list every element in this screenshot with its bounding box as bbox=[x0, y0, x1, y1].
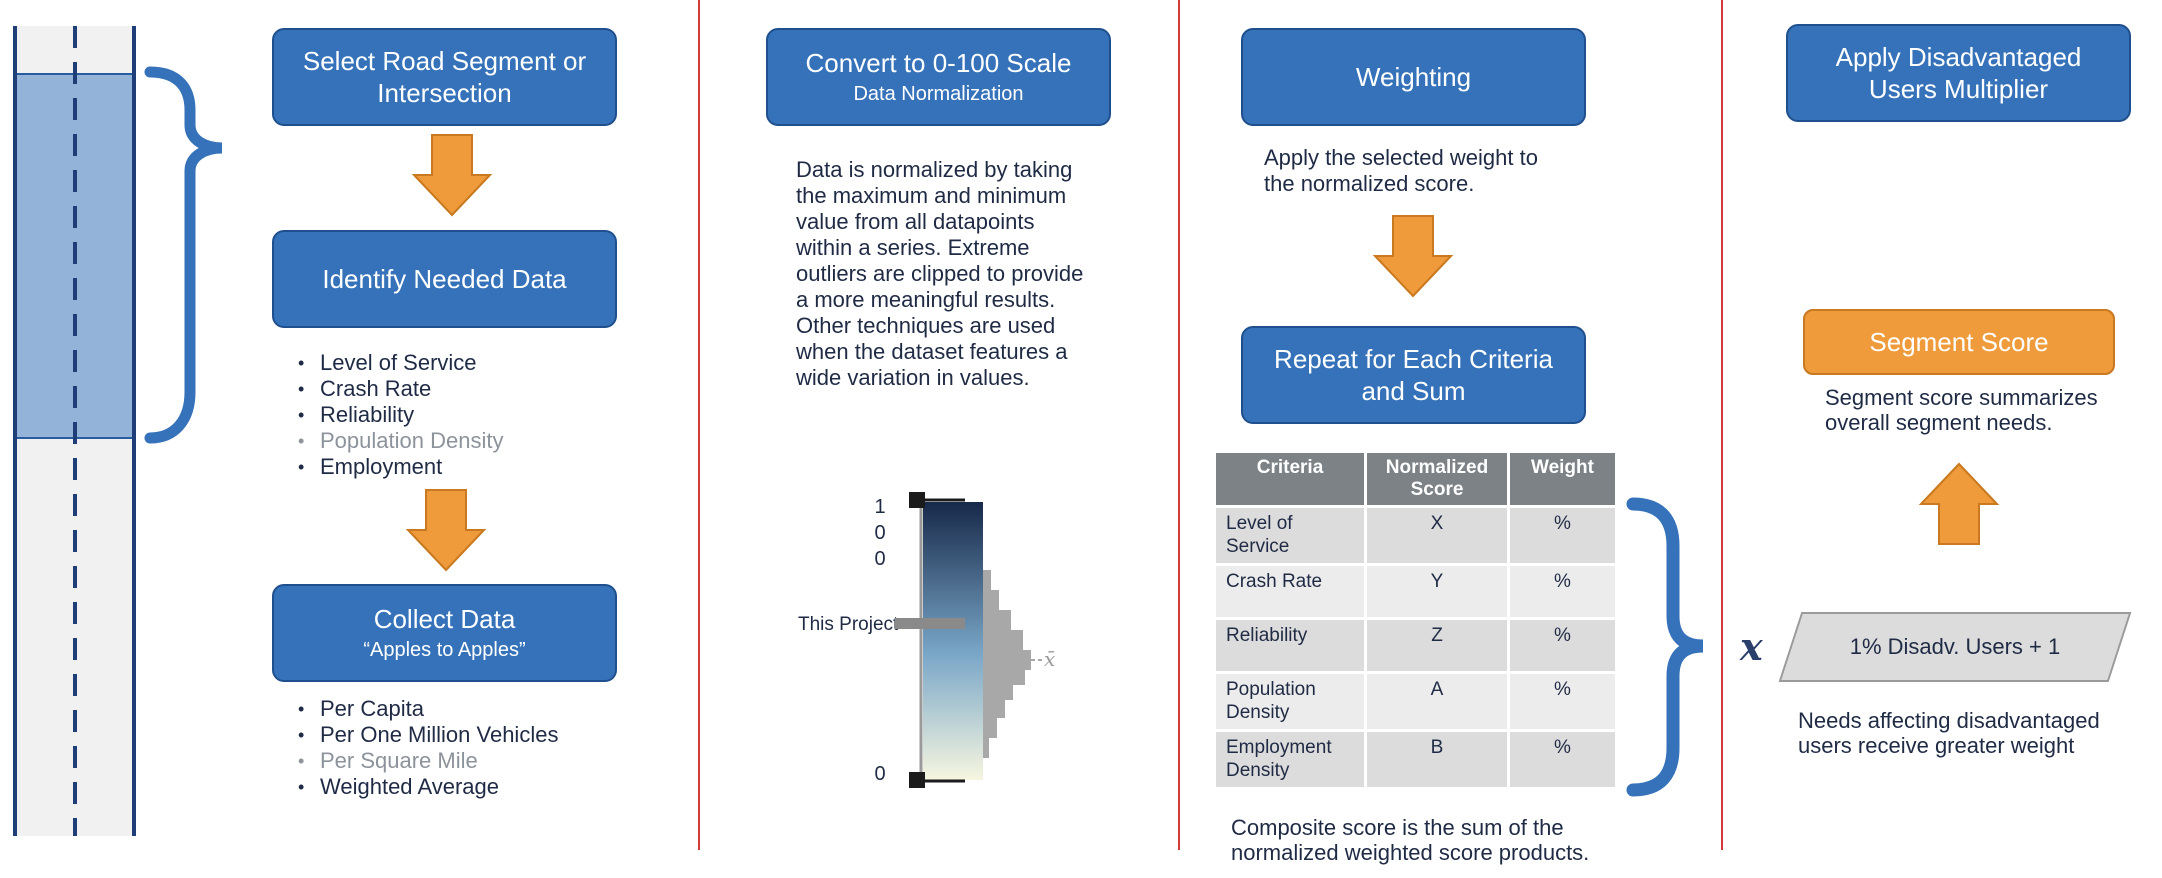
sum-brace-icon bbox=[1626, 497, 1704, 797]
list-item: Employment bbox=[298, 454, 503, 480]
table-row: Reliability Z % bbox=[1213, 617, 1618, 674]
table-row: Level of Service X % bbox=[1213, 505, 1618, 566]
segment-brace-icon bbox=[144, 66, 223, 444]
mean-symbol: x̄ bbox=[1044, 647, 1056, 671]
collect-data-title: Collect Data bbox=[373, 604, 516, 635]
column-divider bbox=[1721, 0, 1723, 850]
criteria-header: Criteria bbox=[1213, 450, 1367, 508]
normalize-description: Data is normalized by taking the maximum… bbox=[796, 157, 1084, 390]
select-segment-label: Select Road Segment or Intersection bbox=[302, 45, 587, 109]
list-item: Weighted Average bbox=[298, 774, 558, 800]
multiplier-label: 1% Disadv. Users + 1 bbox=[1849, 634, 2061, 659]
normalization-scale-graphic bbox=[895, 492, 1043, 788]
collect-data-subtitle: “Apples to Apples” bbox=[363, 638, 526, 661]
road-segment-illustration bbox=[13, 26, 223, 836]
scale-top-label: 1 0 0 bbox=[874, 496, 886, 570]
list-item: Level of Service bbox=[298, 350, 503, 376]
normalize-title: Convert to 0-100 Scale bbox=[805, 48, 1072, 79]
identify-data-label: Identify Needed Data bbox=[322, 263, 567, 294]
segment-score-description: Segment score summarizes overall segment… bbox=[1825, 385, 2098, 435]
weighting-title: Weighting bbox=[1355, 61, 1472, 92]
segment-score-box: Segment Score bbox=[1803, 309, 2115, 375]
down-arrow-icon bbox=[411, 134, 493, 217]
this-project-marker bbox=[895, 618, 965, 629]
composite-score-note: Composite score is the sum of the normal… bbox=[1231, 815, 1590, 865]
scale-bottom-label: 0 bbox=[874, 763, 886, 785]
gradient-scale-bar bbox=[923, 502, 983, 780]
repeat-sum-box: Repeat for Each Criteria and Sum bbox=[1241, 326, 1586, 424]
normalize-box: Convert to 0-100 Scale Data Normalizatio… bbox=[766, 28, 1111, 126]
this-project-label: This Project bbox=[798, 614, 899, 635]
repeat-sum-title: Repeat for Each Criteria and Sum bbox=[1274, 343, 1553, 407]
min-clip-marker bbox=[909, 772, 925, 788]
needed-data-list: Level of Service Crash Rate Reliability … bbox=[296, 350, 504, 480]
weight-header: Weight bbox=[1507, 450, 1618, 508]
select-segment-box: Select Road Segment or Intersection bbox=[272, 28, 617, 126]
weighting-box: Weighting bbox=[1241, 28, 1586, 126]
list-item: Reliability bbox=[298, 402, 503, 428]
disadvantaged-multiplier-box: Apply Disadvantaged Users Multiplier bbox=[1786, 24, 2131, 122]
identify-data-box: Identify Needed Data bbox=[272, 230, 617, 328]
down-arrow-icon bbox=[1372, 215, 1454, 298]
segment-score-label: Segment Score bbox=[1869, 326, 2049, 357]
normalized-score-header: Normalized Score bbox=[1364, 450, 1510, 508]
weighting-description: Apply the selected weight to the normali… bbox=[1264, 145, 1538, 196]
multiply-symbol: x bbox=[1740, 624, 1763, 669]
list-item: Per Square Mile bbox=[298, 748, 558, 774]
normalize-subtitle: Data Normalization bbox=[853, 82, 1024, 105]
list-item: Population Density bbox=[298, 428, 504, 454]
disadvantaged-multiplier-title: Apply Disadvantaged Users Multiplier bbox=[1835, 41, 2082, 105]
down-arrow-icon bbox=[405, 489, 487, 572]
up-arrow-icon bbox=[1918, 462, 2000, 545]
list-item: Per One Million Vehicles bbox=[298, 722, 558, 748]
column-divider bbox=[698, 0, 700, 850]
table-row: Population Density A % bbox=[1213, 671, 1618, 732]
table-row: Crash Rate Y % bbox=[1213, 563, 1618, 620]
criteria-table: Criteria Normalized Score Weight Level o… bbox=[1213, 450, 1618, 790]
table-row: Employment Density B % bbox=[1213, 729, 1618, 790]
collect-data-box: Collect Data “Apples to Apples” bbox=[272, 584, 617, 682]
collect-method-list: Per Capita Per One Million Vehicles Per … bbox=[296, 696, 558, 800]
disadvantaged-needs-note: Needs affecting disadvantaged users rece… bbox=[1798, 708, 2100, 758]
list-item: Per Capita bbox=[298, 696, 558, 722]
max-clip-marker bbox=[909, 492, 925, 508]
list-item: Crash Rate bbox=[298, 376, 503, 402]
column-divider bbox=[1178, 0, 1180, 850]
